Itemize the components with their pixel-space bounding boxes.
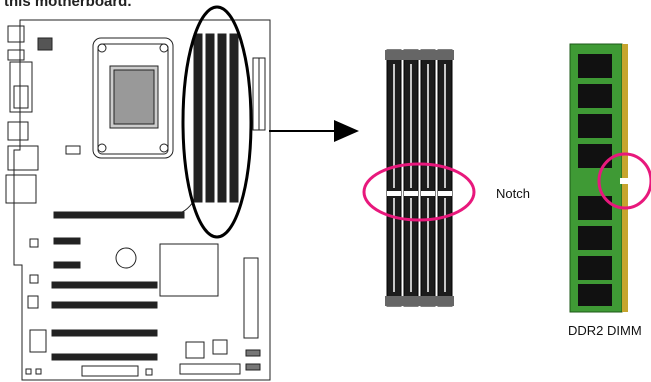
caption: this motherboard. (4, 0, 132, 10)
ddr2-dimm-label: DDR2 DIMM (568, 323, 642, 338)
notch-label: Notch (496, 186, 530, 201)
motherboard (5, 19, 271, 381)
slot-notch-highlight (362, 162, 476, 222)
arrow-right-icon (269, 120, 359, 142)
dimm-slots-enlarged (385, 49, 454, 307)
dimm-slots-highlight (181, 5, 253, 239)
module-notch-highlight (597, 152, 651, 210)
